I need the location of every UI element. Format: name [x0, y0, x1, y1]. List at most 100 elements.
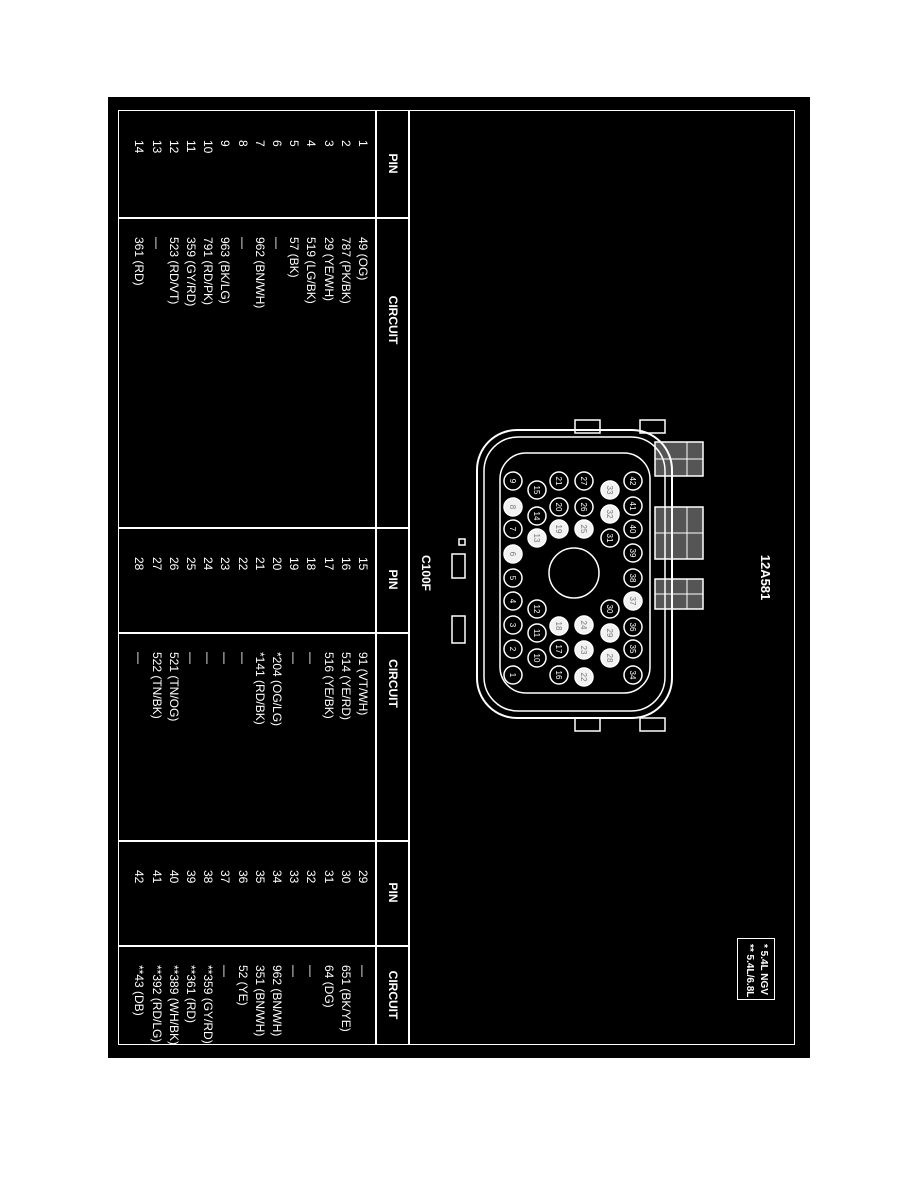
pin-header: PIN: [386, 153, 400, 174]
pin-number: 7: [252, 140, 267, 147]
connector-pin: [527, 480, 547, 500]
circuit-value: 962 (BN/WH): [270, 965, 284, 1037]
connector-pin-label: 16: [554, 671, 563, 680]
connector-pin-label: 20: [554, 503, 563, 512]
connector-pin-label: 41: [628, 502, 637, 511]
circuit-value: —: [304, 965, 319, 977]
circuit-value: —: [304, 652, 319, 664]
circuit-value: —: [132, 652, 147, 664]
connector-pin-label: 18: [554, 622, 563, 631]
connector-pin: [623, 543, 643, 563]
connector-pin: [503, 471, 523, 491]
pin-number: 21: [252, 557, 267, 571]
pin-number: 17: [321, 557, 336, 571]
pin-number: 2: [338, 140, 353, 147]
connector-pin: [600, 599, 620, 619]
connector-shell-outer: [476, 429, 673, 719]
circuit-header: CIRCUIT: [386, 659, 400, 708]
pin-number: 11: [184, 140, 198, 153]
circuit-value: 521 (TN/OG): [166, 652, 181, 722]
connector-pin: [574, 615, 594, 635]
connector-pin: [503, 497, 523, 517]
connector-pin-label: 24: [579, 621, 588, 630]
connector-pin-label: 15: [532, 486, 541, 495]
connector-pin: [503, 591, 523, 611]
connector-pin: [574, 471, 594, 491]
connector-pin-label: 7: [508, 527, 517, 532]
connector-pin: [503, 665, 523, 685]
pin-number: 33: [287, 870, 302, 884]
circuit-value: *141 (RD/BK): [252, 652, 267, 725]
circuit-value: —: [287, 652, 302, 664]
connector-pin-label: 17: [554, 645, 563, 654]
housing-tab: [458, 538, 466, 546]
connector-pin-label: 22: [579, 673, 588, 682]
pin-number: 9: [218, 140, 233, 147]
pin-header: PIN: [386, 569, 400, 590]
circuit-value: 351 (BN/WH): [252, 965, 267, 1037]
connector-pin: [527, 506, 547, 526]
connector-pin: [527, 623, 547, 643]
housing-tab: [574, 717, 601, 732]
pin-number: 1: [356, 140, 370, 147]
circuit-value: —: [218, 652, 233, 664]
table-header-rule: [375, 110, 377, 1045]
pin-number: 6: [270, 140, 284, 147]
pin-number: 4: [304, 140, 319, 147]
circuit-value: —: [149, 237, 164, 249]
pin-number: 31: [321, 870, 336, 884]
circuit-value: 49 (OG): [356, 237, 370, 281]
circuit-value: —: [235, 652, 250, 664]
pin-number: 19: [287, 557, 302, 571]
circuit-value: 361 (RD): [132, 237, 147, 286]
connector-pin-label: 12: [532, 605, 541, 614]
connector-pin: [527, 648, 547, 668]
connector-face: [499, 452, 651, 694]
connector-pin: [623, 639, 643, 659]
connector-pin-label: 35: [628, 645, 637, 654]
connector-pin-label: 38: [628, 574, 637, 583]
table-column-rule: [118, 527, 410, 529]
connector-pin-label: 6: [508, 552, 517, 557]
circuit-value: 523 (RD/VT): [166, 237, 181, 305]
pin-number: 22: [235, 557, 250, 571]
table-column-rule: [118, 840, 410, 842]
connector-pin: [549, 497, 569, 517]
connector-pin: [623, 471, 643, 491]
connector-pin: [574, 640, 594, 660]
pin-number: 16: [338, 557, 353, 571]
connector-pin-label: 42: [628, 477, 637, 486]
circuit-value: 963 (BK/LG): [218, 237, 233, 304]
pin-number: 41: [149, 870, 164, 884]
circuit-value: —: [287, 965, 302, 977]
connector-pin-label: 1: [508, 673, 517, 678]
circuit-value: 514 (YE/RD): [338, 652, 353, 721]
circuit-value: **389 (WH/BK): [166, 965, 181, 1046]
connector-pin: [527, 599, 547, 619]
connector-pin: [600, 648, 620, 668]
connector-pin-label: 2: [508, 647, 517, 652]
connector-pin-label: 19: [554, 525, 563, 534]
connector-pin: [549, 665, 569, 685]
circuit-value: 57 (BK): [287, 237, 302, 278]
circuit-value: 64 (DG): [321, 965, 336, 1008]
connector-pin-label: 14: [532, 512, 541, 521]
connector-pin: [549, 639, 569, 659]
circuit-value: —: [201, 652, 216, 664]
pin-number: 5: [287, 140, 302, 147]
connector-pin: [600, 504, 620, 524]
pin-number: 20: [270, 557, 284, 571]
pin-number: 25: [184, 557, 198, 571]
connector-pin-label: 21: [554, 477, 563, 486]
circuit-value: 791 (RD/PK): [201, 237, 216, 306]
pin-number: 39: [184, 870, 198, 884]
pin-number: 38: [201, 870, 216, 884]
connector-pin: [623, 519, 643, 539]
connector-pin: [549, 616, 569, 636]
connector-pin-label: 4: [508, 599, 517, 604]
connector-pin-label: 23: [579, 646, 588, 655]
connector-pin: [574, 667, 594, 687]
pin-number: 37: [218, 870, 233, 884]
pin-number: 27: [149, 557, 164, 571]
